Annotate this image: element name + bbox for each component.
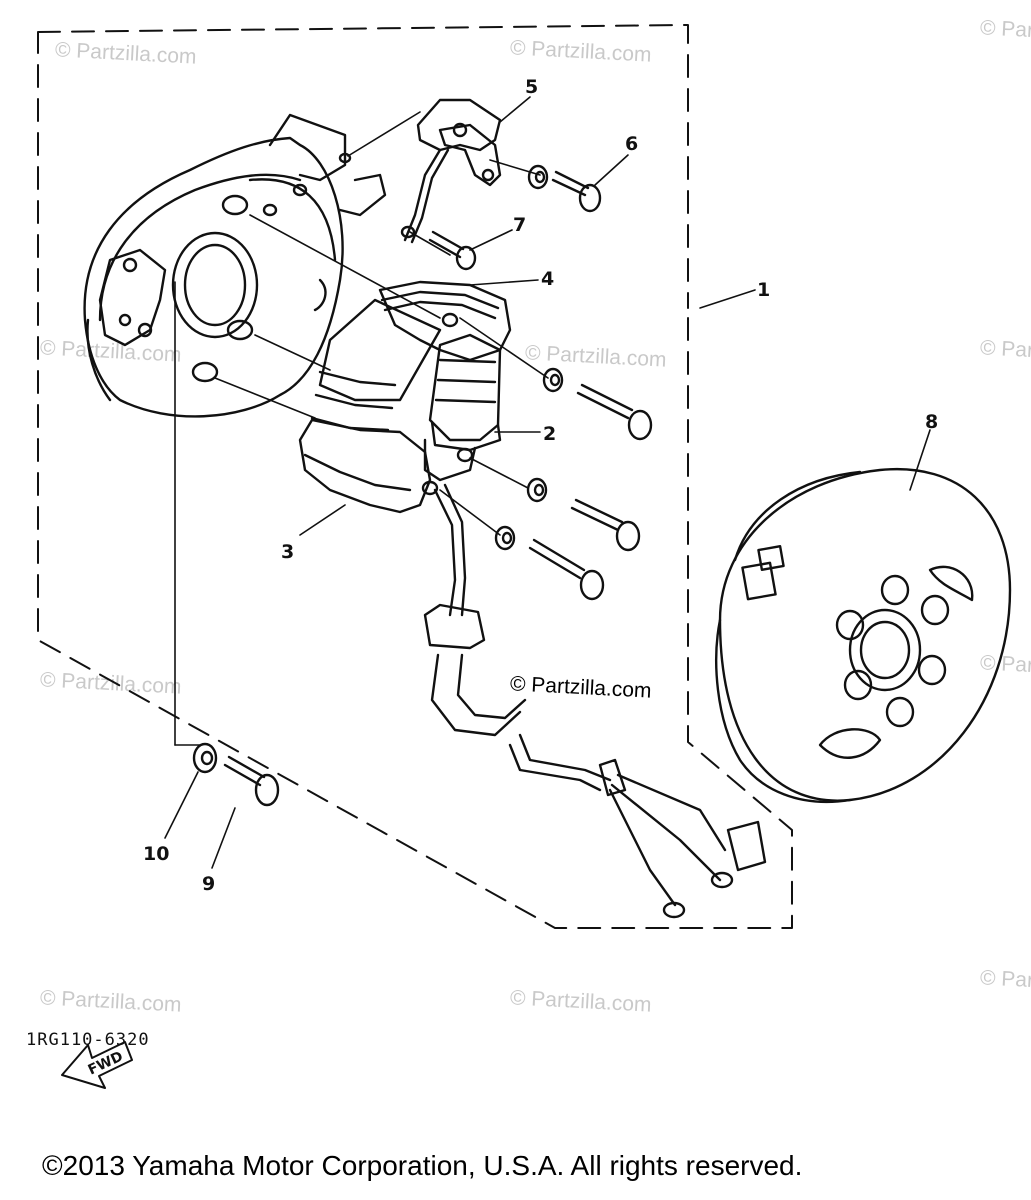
assembly-boundary	[37, 24, 793, 929]
bolt-9	[223, 755, 280, 807]
wire-harness	[423, 483, 767, 919]
bolt-stator-1	[576, 383, 653, 441]
fwd-label: FWD	[86, 1049, 126, 1079]
callout-9: 9	[202, 873, 215, 895]
screw-6	[551, 170, 602, 213]
callout-1: 1	[757, 279, 770, 301]
callout-5: 5	[525, 76, 538, 98]
washer-5	[527, 164, 549, 190]
pickup-coil	[400, 98, 502, 244]
stator-base-plate	[83, 113, 387, 418]
callout-10: 10	[143, 843, 169, 865]
bolt-stator-2	[570, 498, 641, 552]
washer-stator-1	[542, 367, 564, 393]
callout-7: 7	[513, 214, 526, 236]
callout-6: 6	[625, 133, 638, 155]
callout-8: 8	[925, 411, 938, 433]
stator-coil-assembly	[298, 280, 512, 514]
callout-leaders	[164, 96, 931, 869]
callout-3: 3	[281, 541, 294, 563]
callout-labels: 1 2 3 4 5 6 7 8 9 10 FWD	[86, 76, 939, 1079]
callout-4: 4	[541, 268, 554, 290]
flywheel-rotor	[715, 467, 1012, 804]
washer-10	[192, 742, 218, 774]
screw-7	[428, 230, 477, 271]
bolt-stator-3	[528, 538, 605, 601]
diagram-code: 1RG110-6320	[26, 1030, 150, 1050]
alignment-lines	[174, 111, 549, 746]
copyright-notice: ©2013 Yamaha Motor Corporation, U.S.A. A…	[42, 1150, 803, 1181]
fwd-direction-arrow	[61, 1041, 133, 1089]
callout-2: 2	[543, 423, 556, 445]
washer-stator-2	[526, 477, 548, 503]
washer-stator-3	[494, 525, 516, 551]
